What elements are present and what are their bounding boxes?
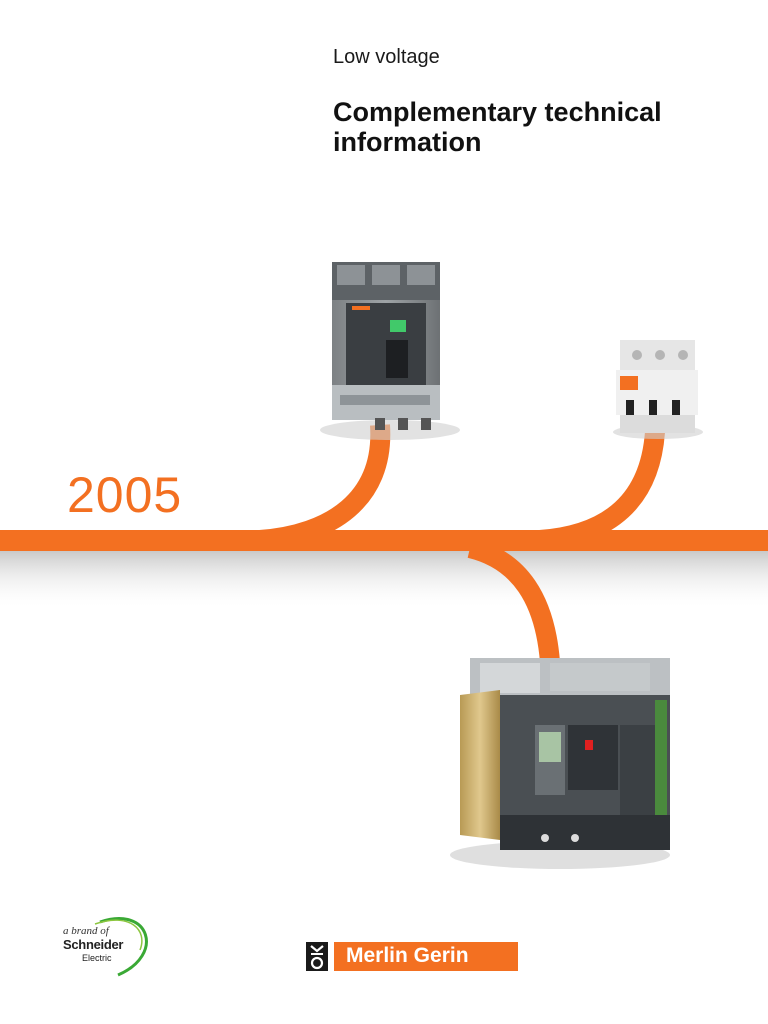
cable-right xyxy=(539,431,665,550)
merlin-gerin-logo-icon xyxy=(306,942,328,971)
band-shadow xyxy=(0,550,768,610)
mccb-product-image xyxy=(320,262,460,440)
electric-text: Electric xyxy=(82,953,112,963)
acb-product-image xyxy=(450,658,670,869)
cable-lower xyxy=(467,538,560,663)
subtitle: Low voltage xyxy=(333,46,440,68)
cable-left xyxy=(259,424,391,550)
year-label: 2005 xyxy=(67,467,183,523)
page-title: Complementary technical information xyxy=(333,97,662,157)
merlin-gerin-bar xyxy=(334,942,518,971)
brand-of-text: a brand of xyxy=(63,925,109,937)
schneider-swoosh-icon xyxy=(99,917,148,977)
mcb-product-image xyxy=(613,340,703,439)
merlin-gerin-name: Merlin Gerin xyxy=(346,944,469,967)
orange-band xyxy=(0,530,768,551)
schneider-name: Schneider xyxy=(63,937,124,952)
